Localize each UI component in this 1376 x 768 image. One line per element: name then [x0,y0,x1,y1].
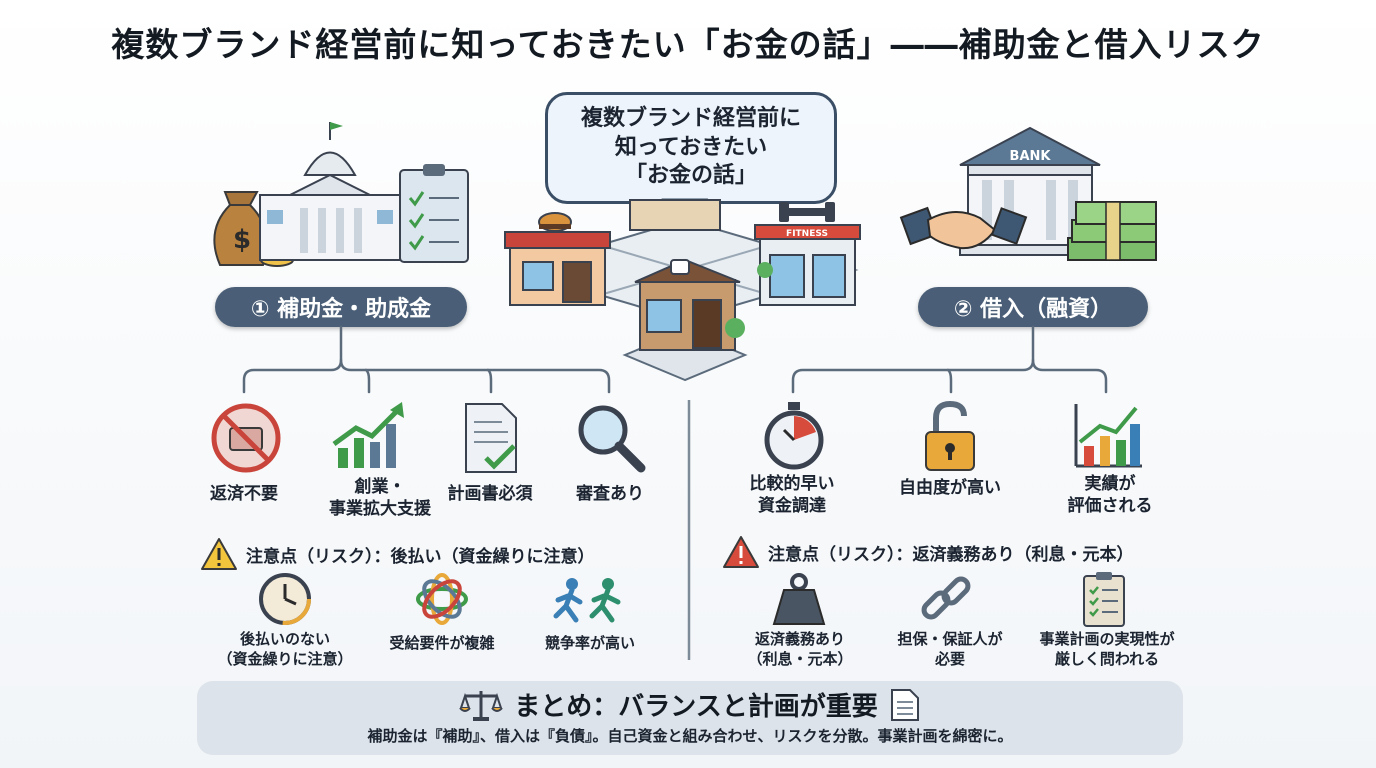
svg-text:$: $ [233,225,251,255]
feature-record-line2: 評価される [1067,496,1153,517]
gym-shop-icon: FITNESS [754,202,861,306]
feature-fast-funding: 比較的早い 資金調達 [722,473,862,517]
subsidy-pill: ① 補助金・助成金 [215,287,467,327]
risk-repayment-line2: （利息・元本） [747,649,853,668]
feature-plan-required: 計画書必須 [447,484,533,504]
cash-stack-icon [1067,201,1157,261]
risk-plan-feasibility: 事業計画の実現性が 厳しく問われる [1024,630,1190,669]
feature-no-repayment: 返済不要 [210,484,278,504]
feature-startup-line2: 事業拡大支援 [329,499,431,520]
shops-illustration: FITNESS [504,199,861,382]
weight-icon [772,573,826,625]
document-check-icon [465,403,517,473]
scale-icon [459,690,504,721]
government-building-icon [259,122,401,261]
summary-title: まとめ：バランスと計画が重要 [514,692,878,722]
risk-collateral-line1: 担保・保証人が [897,630,1003,648]
summary-text: 補助金は『補助』、借入は『負債』。自己資金と組み合わせ、リスクを分散。事業計画を… [367,727,1013,745]
risk-high-competition: 競争率が高い [544,634,635,652]
feature-record-line1: 実績が [1084,474,1136,494]
bar-chart-icon [1074,404,1142,468]
bubble-line-3: 「お金の話」 [624,163,757,189]
loan-illustration: BANK [899,126,1157,261]
risk-deferred-payment: 後払いのない （資金繰りに注意） [200,630,370,669]
risk-deferred-line1: 後払いのない [239,630,330,648]
warning-red-icon [723,536,759,568]
bubble-line-2: 知っておきたい [614,134,768,160]
growth-chart-icon [332,402,404,468]
subsidy-warning-text: 注意点（リスク）：後払い（資金繰りに注意） [246,546,595,567]
feature-track-record: 実績が 評価される [1040,473,1180,517]
speech-bubble: 複数ブランド経営前に 知っておきたい 「お金の話」 [545,92,837,204]
no-repayment-icon [211,403,281,473]
feature-flexibility: 自由度が高い [899,478,1001,498]
risk-deferred-line2: （資金繰りに注意） [217,649,353,668]
summary-heading: まとめ：バランスと計画が重要 [197,686,1183,723]
loan-warning-text: 注意点（リスク）：返済義務あり（利息・元本） [768,544,1134,565]
feature-screening: 審査あり [576,484,644,504]
subsidy-warning: 注意点（リスク）：後払い（資金繰りに注意） [200,537,595,571]
bank-sign: BANK [1010,149,1052,164]
loan-warning: 注意点（リスク）：返済義務あり（利息・元本） [722,535,1134,569]
feature-startup-support: 創業・ 事業拡大支援 [310,476,450,520]
magnifier-icon [578,405,646,473]
feature-fast-line1: 比較的早い [749,474,835,494]
risk-feasibility-line2: 厳しく問われる [1054,649,1160,668]
stopwatch-icon [764,402,824,470]
document-icon [890,688,919,721]
risk-feasibility-line1: 事業計画の実現性が [1039,630,1175,648]
loan-pill: ② 借入（融資） [918,287,1148,327]
risk-complex-requirements: 受給要件が複雑 [389,634,495,652]
feature-fast-line2: 資金調達 [758,496,826,517]
risk-collateral: 担保・保証人が 必要 [875,630,1025,669]
clock-icon [259,573,311,625]
risk-collateral-line2: 必要 [934,649,965,668]
risk-repayment-line1: 返済義務あり [754,630,845,648]
open-lock-icon [925,400,975,471]
page-title: 複数ブランド経営前に知っておきたい「お金の話」――補助金と借入リスク [111,25,1265,64]
runners-icon [553,578,621,623]
chain-icon [921,576,971,620]
warning-yellow-icon [201,538,237,570]
clipboard-icon [1083,572,1125,627]
tangle-icon [416,573,468,625]
feature-startup-line1: 創業・ [354,477,406,497]
gym-sign: FITNESS [786,229,828,239]
handshake-icon [899,206,1028,250]
risk-repayment-obligation: 返済義務あり （利息・元本） [730,630,870,669]
burger-shop-icon [504,212,611,306]
subsidy-illustration: $ [213,122,469,267]
cafe-shop-icon [634,258,745,351]
checklist-clipboard-icon [399,164,469,263]
summary-box [197,681,1183,755]
bubble-line-1: 複数ブランド経営前に [580,106,801,132]
